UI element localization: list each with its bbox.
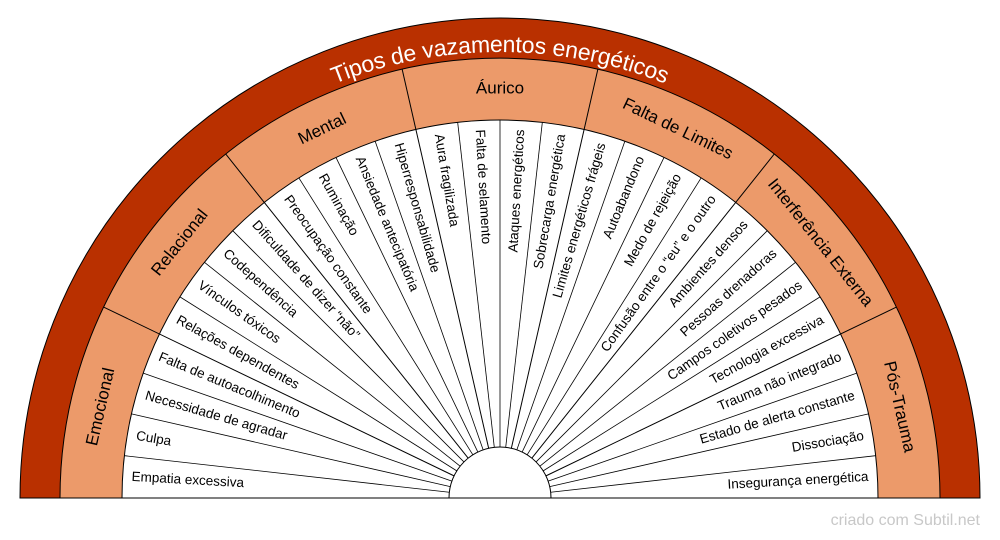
item-divider: [516, 141, 626, 450]
center-hole: [448, 446, 552, 499]
category-divider: [401, 68, 490, 449]
category-divider: [531, 153, 775, 459]
item-divider: [143, 372, 452, 482]
item-divider: [526, 177, 702, 456]
item-divider: [539, 262, 796, 467]
item-divider: [549, 413, 869, 488]
item-label: Ataques energéticos: [505, 129, 527, 253]
item-label: Culpa: [135, 428, 173, 449]
item-divider: [505, 122, 543, 448]
category-divider: [103, 306, 455, 477]
item-divider: [232, 230, 465, 463]
category-divider: [545, 306, 897, 477]
item-label: Empatia excessiva: [131, 469, 245, 490]
category-divider: [225, 153, 469, 459]
item-divider: [457, 122, 495, 448]
item-label: Falta de selamento: [473, 129, 494, 244]
item-divider: [131, 413, 451, 488]
watermark: criado com Subtil.net: [830, 512, 980, 529]
category-label: Áurico: [476, 78, 524, 97]
item-divider: [521, 157, 665, 453]
category-divider: [510, 68, 599, 449]
item-divider: [298, 177, 474, 456]
item-divider: [542, 296, 821, 472]
item-divider: [335, 157, 479, 453]
item-divider: [535, 230, 768, 463]
item-divider: [374, 141, 484, 450]
item-divider: [550, 455, 876, 493]
item-divider: [124, 455, 450, 493]
item-divider: [204, 262, 461, 467]
item-divider: [548, 372, 857, 482]
item-divider: [179, 296, 458, 472]
